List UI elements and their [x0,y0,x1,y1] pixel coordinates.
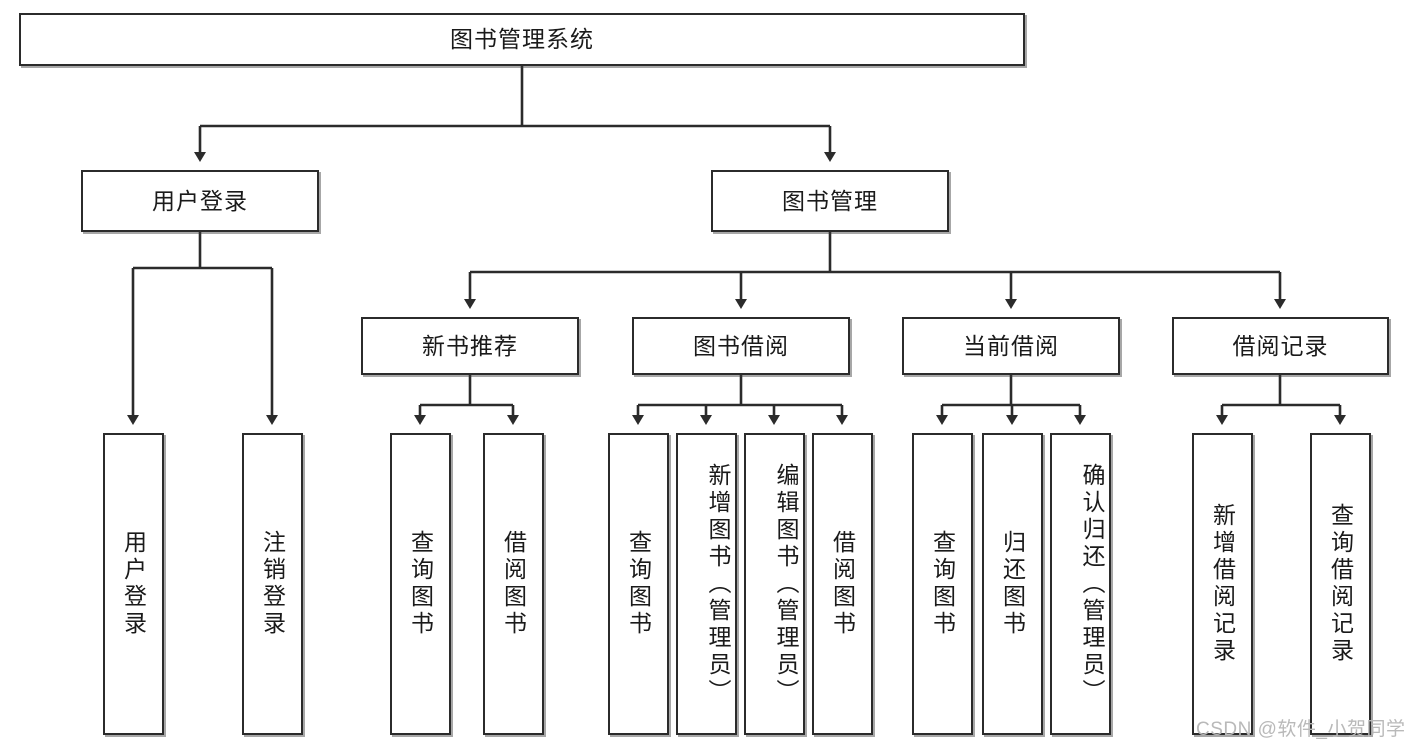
node-user-login-label: 用户登录 [152,187,248,214]
node-leaf-edit-book[interactable]: 编辑图书（管理员） [744,433,805,735]
node-root[interactable]: 图书管理系统 [19,13,1025,66]
node-leaf-logout[interactable]: 注销登录 [242,433,303,735]
node-leaf-query-book-1-label: 查询图书 [407,530,434,638]
node-leaf-query-book-1[interactable]: 查询图书 [390,433,451,735]
node-leaf-return-book[interactable]: 归还图书 [982,433,1043,735]
node-borrow-record-label: 借阅记录 [1232,332,1329,359]
node-leaf-add-record[interactable]: 新增借阅记录 [1192,433,1253,735]
node-leaf-user-login-label: 用户登录 [120,530,147,638]
node-leaf-edit-book-label: 编辑图书（管理员） [773,462,799,706]
node-leaf-query-book-3[interactable]: 查询图书 [912,433,973,735]
node-leaf-query-book-3-label: 查询图书 [929,530,956,638]
node-book-management-label: 图书管理 [782,187,878,214]
node-leaf-borrow-book-1-label: 借阅图书 [500,530,527,638]
node-leaf-add-book-label: 新增图书（管理员） [705,462,731,706]
node-leaf-borrow-book-2[interactable]: 借阅图书 [812,433,873,735]
node-leaf-user-login[interactable]: 用户登录 [103,433,164,735]
node-leaf-borrow-book-2-label: 借阅图书 [829,530,856,638]
node-leaf-logout-label: 注销登录 [259,530,286,638]
csdn-watermark: CSDN @软件_小贺同学 [1196,719,1405,740]
node-leaf-add-record-label: 新增借阅记录 [1209,503,1236,665]
node-borrow-record[interactable]: 借阅记录 [1172,317,1389,375]
node-new-book-recommend[interactable]: 新书推荐 [361,317,579,375]
node-book-management[interactable]: 图书管理 [711,170,949,232]
node-current-borrow-label: 当前借阅 [963,332,1059,359]
node-leaf-query-record[interactable]: 查询借阅记录 [1310,433,1371,735]
node-leaf-query-book-2[interactable]: 查询图书 [608,433,669,735]
node-leaf-confirm-return[interactable]: 确认归还（管理员） [1050,433,1111,735]
node-leaf-return-book-label: 归还图书 [999,530,1026,638]
node-leaf-confirm-return-label: 确认归还（管理员） [1079,462,1105,706]
node-leaf-add-book[interactable]: 新增图书（管理员） [676,433,737,735]
node-leaf-query-record-label: 查询借阅记录 [1327,503,1354,665]
node-leaf-borrow-book-1[interactable]: 借阅图书 [483,433,544,735]
node-leaf-query-book-2-label: 查询图书 [625,530,652,638]
node-book-borrow[interactable]: 图书借阅 [632,317,850,375]
node-current-borrow[interactable]: 当前借阅 [902,317,1120,375]
node-root-label: 图书管理系统 [450,26,594,53]
node-new-book-recommend-label: 新书推荐 [422,332,518,359]
node-user-login[interactable]: 用户登录 [81,170,319,232]
node-book-borrow-label: 图书借阅 [693,332,789,359]
